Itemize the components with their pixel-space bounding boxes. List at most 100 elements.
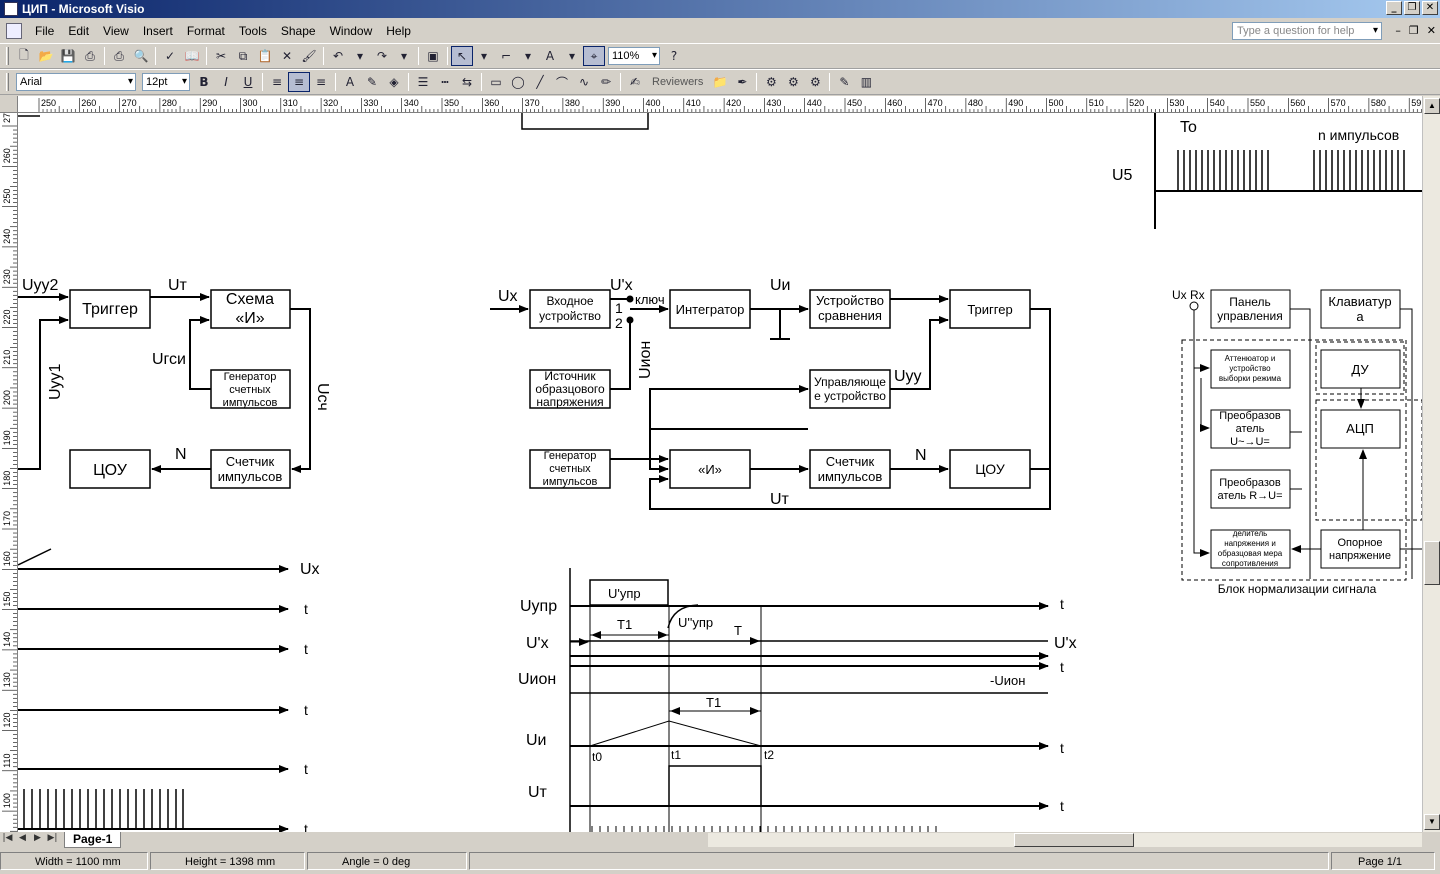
ruler-label: 320 <box>323 98 338 108</box>
vertical-scrollbar[interactable]: ▲ ▼ <box>1422 96 1440 832</box>
horizontal-scrollbar[interactable] <box>708 833 1422 847</box>
arc-tool-icon[interactable]: ⌒ <box>555 75 568 90</box>
format-painter-icon[interactable]: 🖌 <box>301 49 317 63</box>
menu-help[interactable]: Help <box>386 24 411 38</box>
ruler-label: 430 <box>766 98 781 108</box>
drawing-canvas[interactable]: To n импульсов U5 Триггер Схема «И» Гене… <box>18 113 1422 832</box>
paste-icon[interactable]: 📋 <box>257 49 273 63</box>
prev-markup-icon[interactable]: ⚙ <box>765 75 777 89</box>
document-controls: – ❐ ✕ <box>1395 24 1436 37</box>
line-color-icon[interactable]: ✎ <box>366 75 378 89</box>
doc-restore-icon[interactable]: ❐ <box>1408 24 1419 37</box>
markup-icon[interactable]: ✍ <box>629 75 641 89</box>
delete-markup-icon[interactable]: ⚙ <box>809 75 821 89</box>
svg-text:t: t <box>304 601 308 617</box>
title-bar: ЦИП - Microsoft Visio _ ❐ ✕ <box>0 0 1440 18</box>
menu-window[interactable]: Window <box>329 24 373 38</box>
menu-edit[interactable]: Edit <box>68 24 90 38</box>
menu-insert[interactable]: Insert <box>142 24 173 38</box>
document-icon[interactable] <box>6 23 22 39</box>
help-search-input[interactable]: Type a question for help <box>1232 22 1382 40</box>
connection-point-icon[interactable]: ⌖ <box>583 46 605 66</box>
close-icon[interactable]: ✕ <box>1422 1 1438 15</box>
line-weight-icon[interactable]: ☰ <box>417 75 429 89</box>
copy-icon[interactable]: ⧉ <box>238 48 248 63</box>
font-color-icon[interactable]: A <box>345 75 355 89</box>
line-ends-icon[interactable]: ⇆ <box>461 75 473 89</box>
text-tool-icon[interactable]: A <box>545 49 555 63</box>
scroll-down-icon[interactable]: ▼ <box>1424 814 1440 830</box>
bold-button[interactable]: B <box>199 75 209 89</box>
line-pattern-icon[interactable]: ┅ <box>441 75 449 89</box>
align-left-icon[interactable]: ≡ <box>271 75 283 89</box>
permission-icon[interactable]: ⎙ <box>85 48 95 63</box>
block-tsou-left: ЦОУ <box>93 462 128 479</box>
help-icon[interactable]: ? <box>670 49 678 63</box>
restore-icon[interactable]: ❐ <box>1404 1 1420 15</box>
align-right-icon[interactable]: ≡ <box>315 75 327 89</box>
font-select[interactable]: Arial <box>16 73 136 91</box>
last-page-icon[interactable]: ▶| <box>47 833 58 843</box>
align-center-icon[interactable]: ≡ <box>288 72 310 92</box>
menu-tools[interactable]: Tools <box>238 24 267 38</box>
freeform-tool-icon[interactable]: ∿ <box>578 75 590 89</box>
spelling-icon[interactable]: ✓ <box>164 49 176 63</box>
doc-close-icon[interactable]: ✕ <box>1426 24 1436 37</box>
horizontal-scroll-thumb[interactable] <box>1014 833 1134 847</box>
cut-icon[interactable]: ✂ <box>215 49 227 63</box>
vertical-scroll-thumb[interactable] <box>1424 541 1440 585</box>
next-page-icon[interactable]: ▶ <box>34 833 41 843</box>
print-preview-icon[interactable]: 🔍 <box>133 49 149 63</box>
redo-dropdown-icon[interactable]: ▾ <box>400 49 408 63</box>
new-icon[interactable]: 🗋 <box>19 47 29 62</box>
undo-dropdown-icon[interactable]: ▾ <box>356 49 364 63</box>
shapes-icon[interactable]: ▣ <box>427 49 439 63</box>
tab-page-1[interactable]: Page-1 <box>64 832 122 848</box>
menu-shape[interactable]: Shape <box>280 24 316 38</box>
prev-page-icon[interactable]: ◀ <box>19 833 26 843</box>
zoom-select[interactable]: 110% <box>608 47 660 65</box>
pointer-tool-icon[interactable]: ↖ <box>451 46 473 66</box>
folder-icon[interactable]: 📁 <box>712 75 728 89</box>
doc-minimize-icon[interactable]: – <box>1395 24 1401 37</box>
connector-dropdown-icon[interactable]: ▾ <box>524 49 532 63</box>
font-size-select[interactable]: 12pt <box>142 73 190 91</box>
save-icon[interactable]: 💾 <box>60 49 76 63</box>
underline-button[interactable]: U <box>243 75 253 89</box>
ruler-label: 250 <box>2 189 12 204</box>
research-icon[interactable]: 📖 <box>184 49 200 63</box>
fill-color-icon[interactable]: ◈ <box>389 75 399 89</box>
ellipse-tool-icon[interactable]: ◯ <box>511 75 525 89</box>
comment-icon[interactable]: ✎ <box>839 75 850 89</box>
connector-tool-icon[interactable]: ⌐ <box>500 49 512 63</box>
redo-icon[interactable]: ↷ <box>376 49 388 63</box>
svg-text:Опорное: Опорное <box>1337 537 1382 549</box>
rectangle-tool-icon[interactable]: ▭ <box>490 75 502 89</box>
line-tool-icon[interactable]: ╱ <box>536 75 544 89</box>
first-page-icon[interactable]: |◀ <box>2 833 13 843</box>
ink-icon[interactable]: ✒ <box>737 75 748 89</box>
pointer-dropdown-icon[interactable]: ▾ <box>480 49 488 63</box>
reviewing-pane-icon[interactable]: ▥ <box>860 75 873 89</box>
svg-text:образцовая мера: образцовая мера <box>1218 549 1283 558</box>
menu-file[interactable]: File <box>35 24 55 38</box>
text-dropdown-icon[interactable]: ▾ <box>568 49 576 63</box>
scroll-up-icon[interactable]: ▲ <box>1424 98 1440 114</box>
open-icon[interactable]: 📂 <box>38 49 54 63</box>
pencil-tool-icon[interactable]: ✏ <box>600 75 612 89</box>
reviewers-dropdown[interactable]: Reviewers <box>652 76 704 88</box>
print-icon[interactable]: ⎙ <box>114 48 124 63</box>
minimize-icon[interactable]: _ <box>1386 1 1402 15</box>
delete-icon[interactable]: ✕ <box>281 49 293 63</box>
menu-view[interactable]: View <box>103 24 129 38</box>
menu-format[interactable]: Format <box>186 24 225 38</box>
ruler-label: 470 <box>928 98 943 108</box>
italic-button[interactable]: I <box>224 75 228 89</box>
next-markup-icon[interactable]: ⚙ <box>787 75 799 89</box>
toolbar-grip[interactable] <box>6 47 9 65</box>
ruler-label: 100 <box>2 793 12 808</box>
undo-icon[interactable]: ↶ <box>332 49 344 63</box>
ruler-label: 240 <box>2 229 12 244</box>
